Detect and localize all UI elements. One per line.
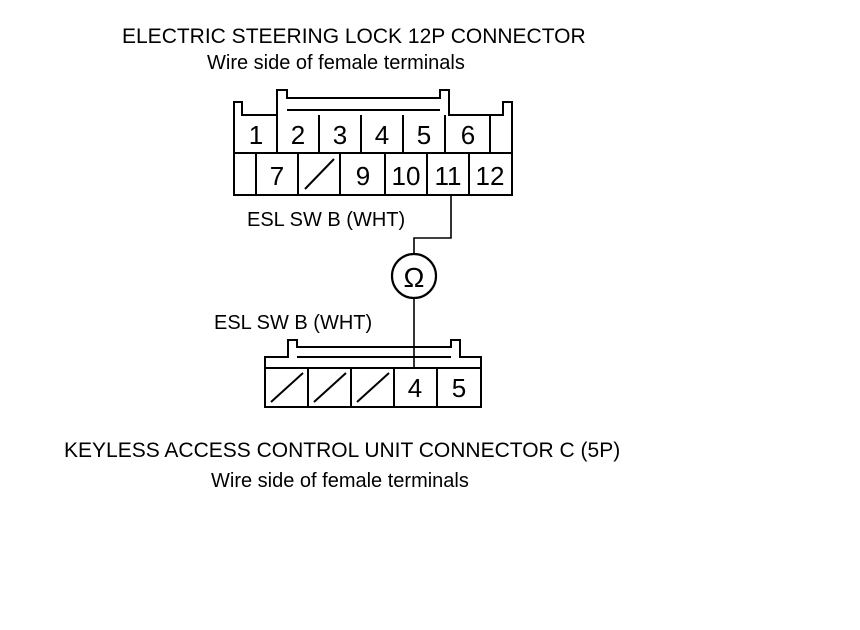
- top-wire-label: ESL SW B (WHT): [247, 209, 405, 231]
- top-connector-terminals: 1 2 3 4 5 6 7 9 10 11 12: [249, 120, 505, 191]
- terminal-label: 6: [461, 120, 475, 150]
- bottom-connector-subtitle: Wire side of female terminals: [211, 470, 469, 492]
- bottom-connector-title: KEYLESS ACCESS CONTROL UNIT CONNECTOR C …: [64, 439, 620, 462]
- terminal-label: 2: [291, 120, 305, 150]
- terminal-label: 7: [270, 161, 284, 191]
- top-connector-subtitle: Wire side of female terminals: [207, 52, 465, 74]
- esl-12p-connector: [233, 89, 513, 196]
- terminal-label: 12: [476, 161, 505, 191]
- terminal-label: 4: [375, 120, 389, 150]
- keyless-5p-connector: [264, 339, 482, 408]
- terminal-label: 10: [392, 161, 421, 191]
- terminal-label: 4: [408, 373, 422, 403]
- test-lead-top: [413, 195, 452, 254]
- terminal-label: 1: [249, 120, 263, 150]
- ohmmeter: Ω: [390, 252, 438, 300]
- terminal-label: 9: [356, 161, 370, 191]
- terminal-label: 5: [452, 373, 466, 403]
- bottom-connector-terminals: 4 5: [408, 373, 466, 403]
- top-connector-title: ELECTRIC STEERING LOCK 12P CONNECTOR: [122, 25, 586, 48]
- terminal-label: 5: [417, 120, 431, 150]
- ohm-symbol: Ω: [404, 262, 425, 293]
- bottom-wire-label: ESL SW B (WHT): [214, 312, 372, 334]
- terminal-label: 11: [435, 161, 462, 191]
- terminal-label: 3: [333, 120, 347, 150]
